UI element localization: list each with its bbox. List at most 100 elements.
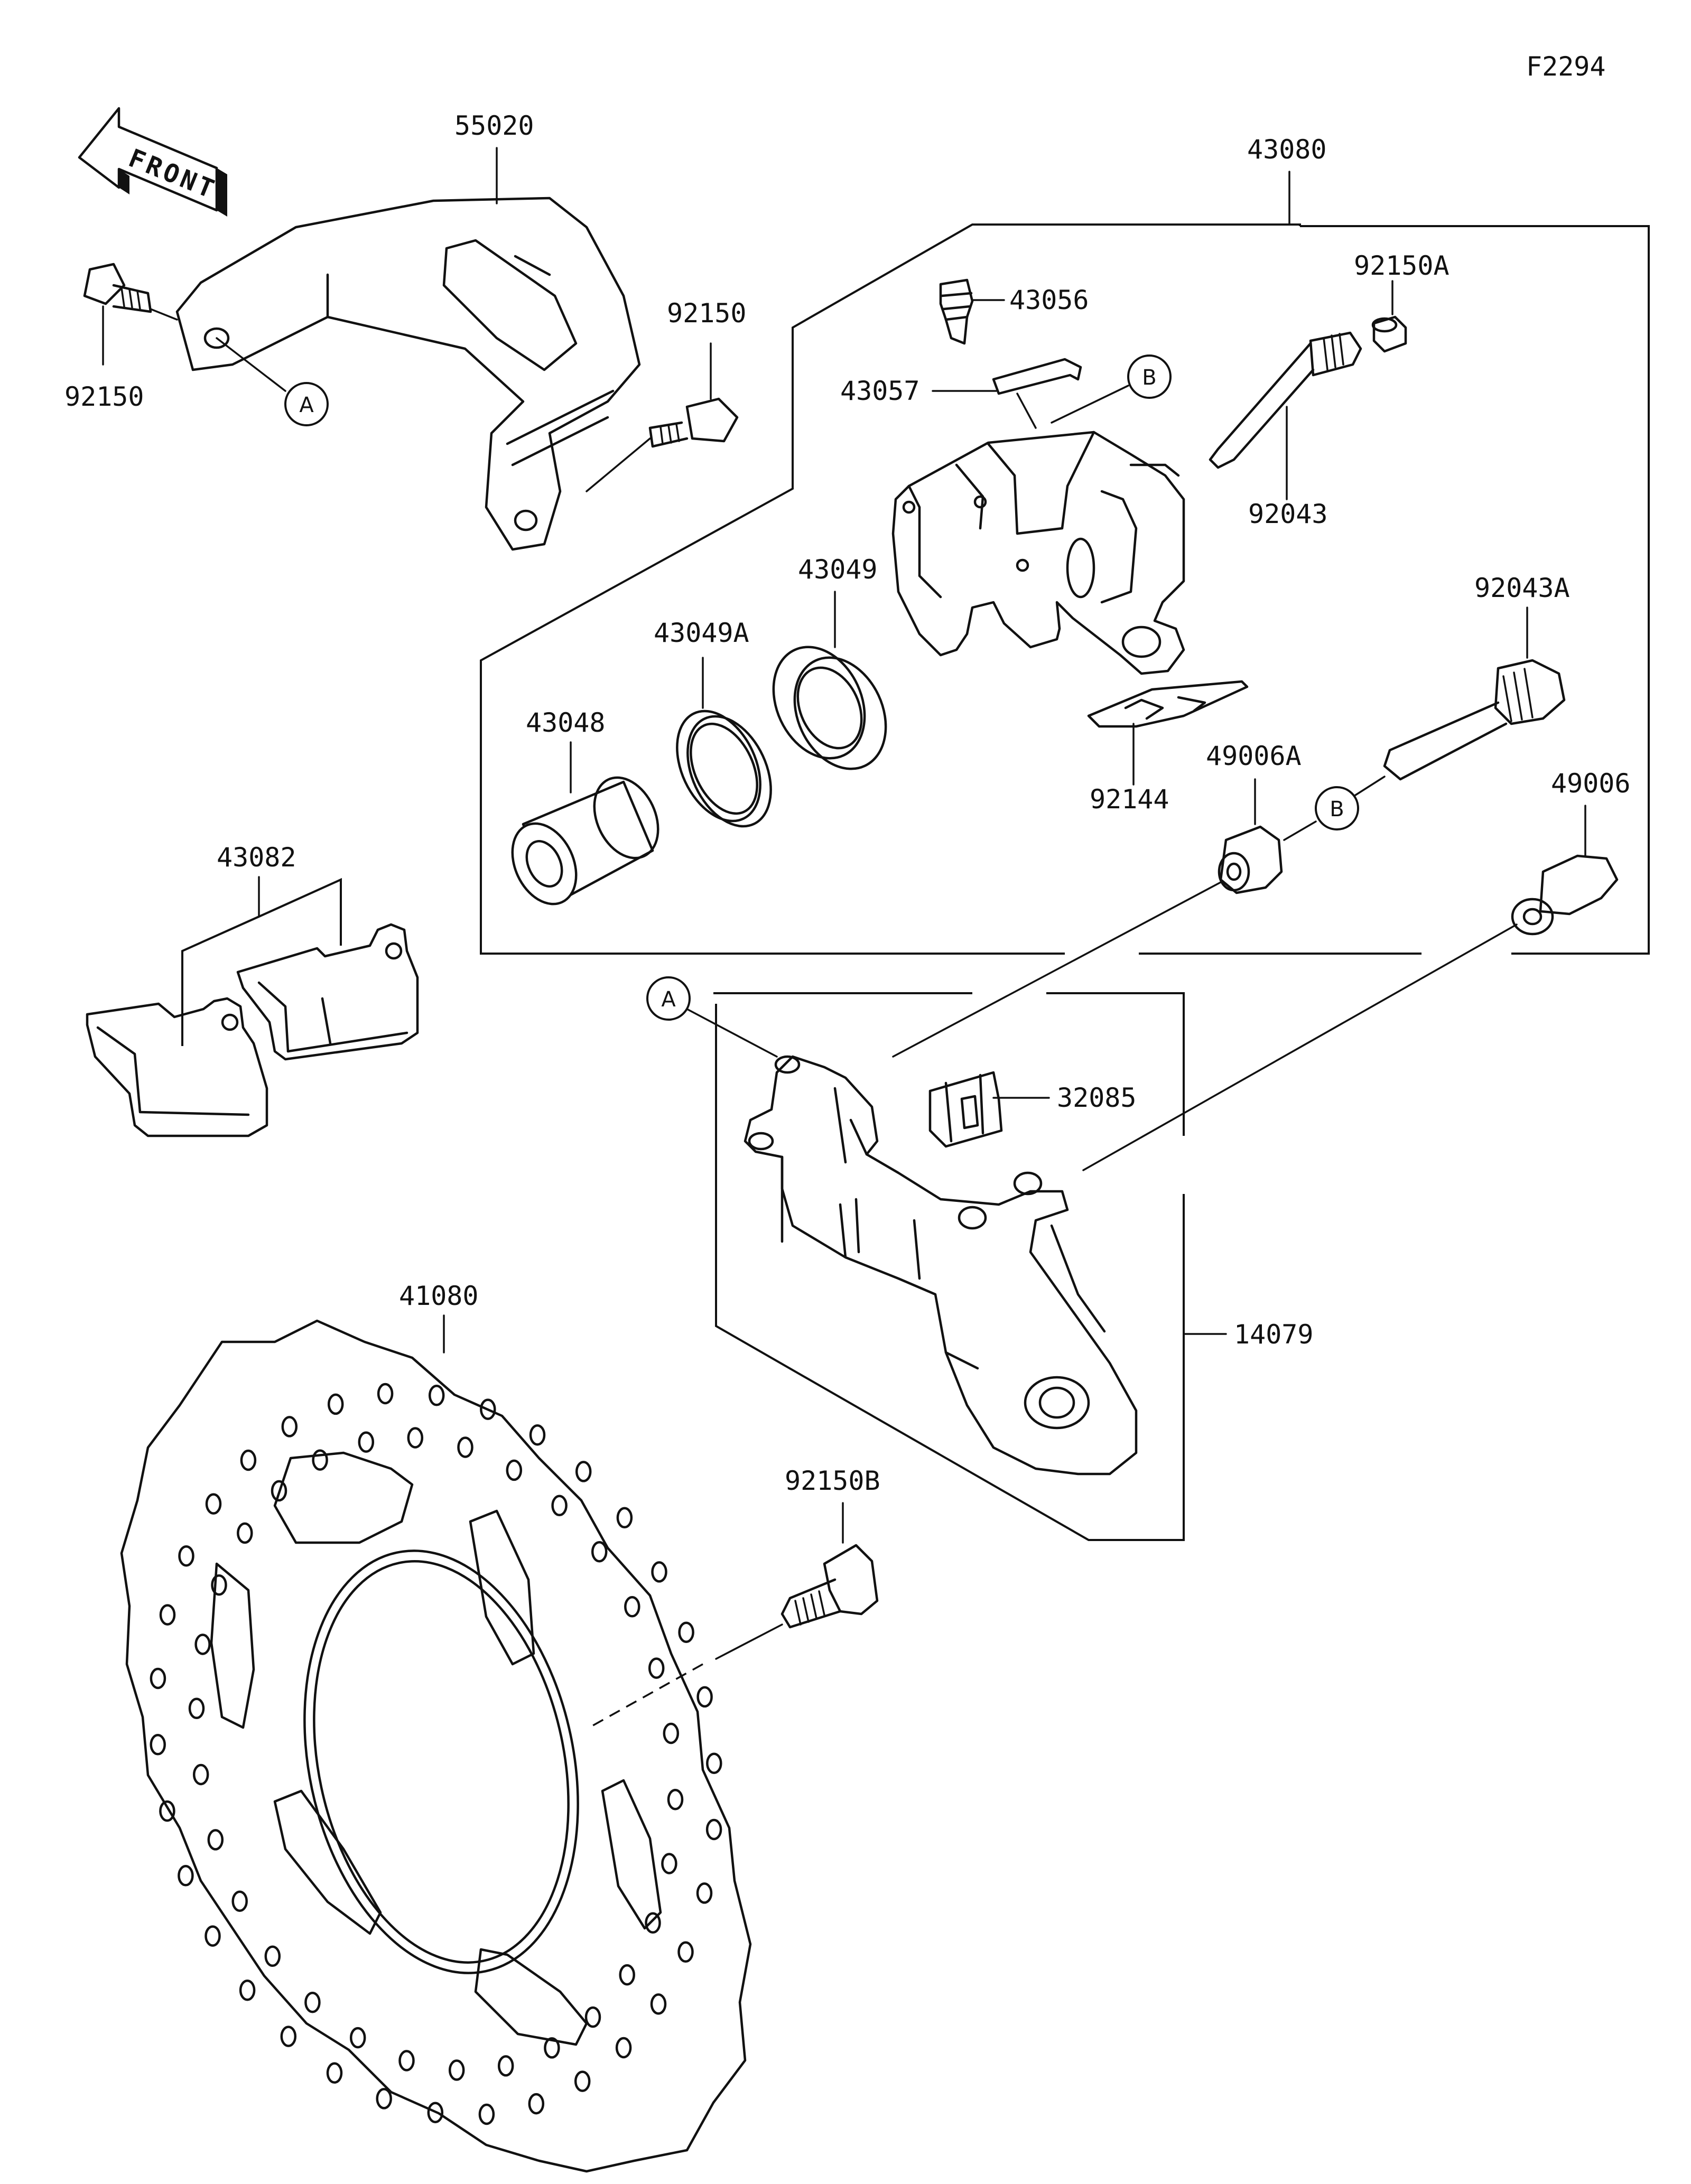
leader-92150B-dashed — [589, 1663, 703, 1729]
bolt-92150B — [781, 1544, 879, 1629]
callout-a-lower-text: A — [661, 987, 676, 1012]
disc-hole — [574, 2070, 591, 2092]
disc-hole — [448, 2059, 465, 2081]
assembly-box-43080-c — [1300, 225, 1650, 955]
seal-43049 — [772, 646, 887, 770]
disc-hole — [281, 1416, 298, 1438]
callout-b-upper-text: B — [1142, 366, 1156, 390]
pin-92043A — [1383, 659, 1566, 781]
spring-clip-92144 — [1087, 680, 1249, 728]
disc-hole — [407, 1427, 424, 1449]
disc-hole — [376, 2088, 392, 2110]
leader-callout-a-lower — [686, 1008, 778, 1058]
disc-hole — [178, 1865, 194, 1887]
disc-hole — [240, 1449, 257, 1471]
disc-hole — [304, 1991, 321, 2013]
front-arrow-icon: FRONT — [78, 107, 227, 217]
label-92144: 92144 — [1090, 784, 1169, 815]
disc-hole — [427, 2102, 444, 2123]
label-14079: 14079 — [1234, 1319, 1314, 1350]
label-92043A: 92043A — [1474, 573, 1570, 603]
pad-spring-32085 — [928, 1071, 1003, 1148]
brake-disc-41080 — [120, 1319, 752, 2173]
callout-b-lower — [1315, 786, 1359, 830]
disc-hole — [211, 1574, 227, 1596]
disc-hole — [705, 1818, 722, 1841]
label-43048: 43048 — [526, 707, 606, 738]
disc-hole — [358, 1431, 375, 1453]
plate-43057 — [992, 358, 1082, 395]
figure-code: F2294 — [1526, 51, 1606, 82]
disc-hole — [428, 1385, 445, 1406]
disc-hole — [667, 1788, 684, 1810]
disc-hole — [398, 2050, 415, 2071]
disc-hole — [497, 2055, 514, 2077]
disc-hole — [237, 1522, 253, 1544]
pin-92043 — [1209, 331, 1362, 469]
disc-hole — [528, 2093, 545, 2115]
bolt-92150-right — [648, 397, 739, 448]
bolt-92150-left — [83, 263, 152, 313]
disc-holes — [150, 1383, 722, 2125]
disc-hole — [663, 1722, 680, 1744]
disc-hole — [205, 1493, 222, 1515]
label-43082: 43082 — [217, 842, 296, 873]
disc-hole — [312, 1449, 328, 1471]
label-43057: 43057 — [840, 376, 920, 406]
label-92150A: 92150A — [1354, 250, 1450, 281]
caliper-bracket-14079 — [744, 1055, 1138, 1476]
disc-hole — [349, 2027, 366, 2049]
seal-43049A — [676, 710, 772, 828]
leader-callout-b-lower-right — [1354, 776, 1386, 796]
disc-hole — [159, 1604, 176, 1626]
disc-hole — [616, 1507, 633, 1529]
disc-hole — [150, 1734, 166, 1756]
leader-callout-b-lower-left — [1283, 820, 1317, 841]
leader-49006-to-bracket — [1082, 923, 1518, 1171]
disc-hole — [529, 1424, 546, 1446]
label-41080: 41080 — [399, 1281, 479, 1311]
piston-43048 — [511, 776, 659, 906]
brake-pad-rear — [236, 923, 419, 1061]
disc-hole — [205, 1925, 221, 1947]
caliper-body — [891, 431, 1185, 675]
disc-hole — [480, 1398, 496, 1420]
brake-guard-bracket — [175, 197, 641, 551]
callout-b-lower-text: B — [1330, 797, 1344, 822]
disc-hole — [264, 1945, 281, 1967]
disc-hole — [239, 1979, 256, 2001]
disc-hole — [159, 1800, 175, 1822]
disc-hole — [377, 1383, 394, 1405]
callout-a-lower — [646, 976, 691, 1021]
disc-hole — [645, 1912, 661, 1934]
assembly-box-43080-a — [480, 223, 1301, 955]
label-43049: 43049 — [798, 554, 878, 585]
disc-hole — [615, 2037, 632, 2059]
disc-hole — [619, 1964, 635, 1986]
cap-92150A — [1371, 315, 1407, 353]
disc-hole — [651, 1561, 667, 1583]
boot-49006A — [1218, 825, 1283, 894]
disc-hole — [207, 1829, 224, 1851]
disc-hole — [650, 1993, 667, 2015]
disc-hole — [188, 1697, 205, 1720]
leader-callout-a-top — [216, 337, 286, 392]
callout-a-top — [284, 382, 329, 426]
disc-hole — [584, 2006, 601, 2028]
label-43049A: 43049A — [654, 618, 749, 648]
callout-a-top-text: A — [299, 393, 314, 417]
disc-hole — [677, 1941, 694, 1963]
label-49006A: 49006A — [1206, 741, 1302, 771]
assembly-box-14079-a — [715, 1004, 1185, 1541]
label-92043: 92043 — [1248, 499, 1328, 529]
disc-hole — [544, 2037, 560, 2059]
label-55020: 55020 — [454, 110, 534, 141]
disc-hole — [706, 1752, 722, 1774]
disc-hole — [326, 2062, 343, 2084]
disc-hole — [280, 2026, 297, 2047]
leader-92150-right-bolt — [586, 437, 651, 492]
disc-hole — [678, 1621, 694, 1643]
leader-49006A-to-bracket — [892, 881, 1222, 1058]
label-92150-left: 92150 — [64, 381, 144, 412]
